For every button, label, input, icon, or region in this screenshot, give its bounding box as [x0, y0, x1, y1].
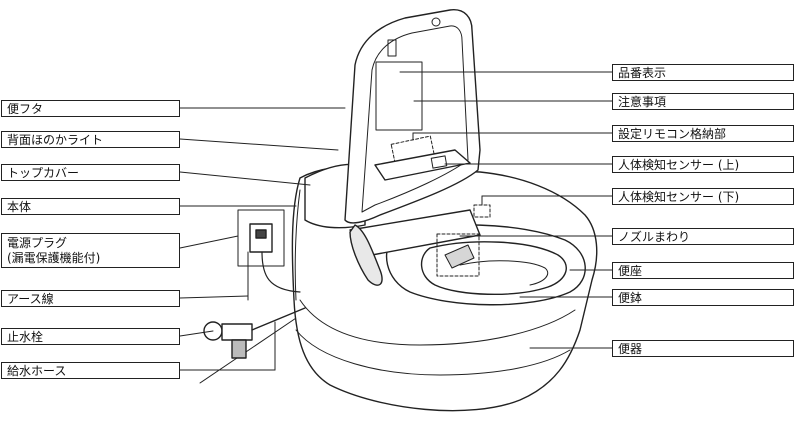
leader-lines-right: [399, 71, 613, 349]
lid-slot: [387, 39, 397, 57]
valve-handle: [231, 339, 247, 359]
label-power-plug: 電源プラグ (漏電保護機能付): [1, 233, 180, 268]
label-model-display: 品番表示: [612, 64, 794, 81]
nozzle-area-dashed: [436, 233, 480, 277]
label-lid: 便フタ: [1, 100, 180, 117]
label-remote-storage: 設定リモコン格納部: [612, 125, 794, 142]
plug-button: [255, 229, 267, 239]
label-seat: 便座: [612, 262, 794, 279]
label-sensor-upper: 人体検知センサー (上): [612, 156, 794, 173]
toilet-base-curve: [295, 329, 571, 376]
upper-sensor-window: [430, 155, 448, 169]
bowl-inner: [459, 260, 549, 286]
label-ground-wire: アース線: [1, 290, 180, 307]
label-power-plug-line2: (漏電保護機能付): [7, 251, 101, 265]
label-stop-valve: 止水栓: [1, 328, 180, 345]
label-toilet: 便器: [612, 340, 794, 357]
nozzle-shape: [444, 244, 475, 269]
label-nozzle-area: ノズルまわり: [612, 228, 794, 245]
power-cord: [261, 251, 301, 293]
hinge-left: [349, 224, 383, 286]
toilet-skirt-line: [294, 189, 301, 301]
label-sensor-lower: 人体検知センサー (下): [612, 188, 794, 205]
upper-sensor-unit: [374, 149, 471, 181]
toilet-body-shade: [299, 299, 576, 346]
label-top-cover: トップカバー: [1, 164, 180, 181]
lid-hole: [431, 17, 441, 27]
valve-body: [221, 323, 253, 341]
leader-lines-left: [179, 107, 346, 371]
label-back-light: 背面ほのかライト: [1, 131, 180, 148]
label-main-unit: 本体: [1, 198, 180, 215]
wall-line: [199, 311, 306, 384]
supply-hose-line: [251, 307, 306, 331]
label-caution: 注意事項: [612, 93, 794, 110]
model-display-plate: [375, 61, 423, 131]
label-supply-hose: 給水ホース: [1, 362, 180, 379]
label-power-plug-line1: 電源プラグ: [7, 236, 68, 250]
label-bowl: 便鉢: [612, 289, 794, 306]
